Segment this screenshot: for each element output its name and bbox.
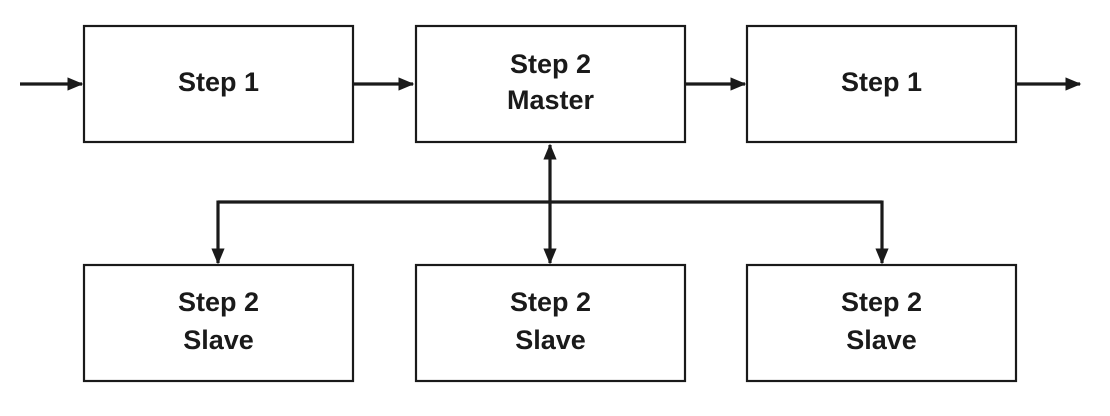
- node-step1-right: Step 1: [745, 24, 1018, 144]
- node-slave-middle: Step 2 Slave: [414, 263, 687, 383]
- node-step1-left: Step 1: [82, 24, 355, 144]
- node-step2-master-label-line2: Master: [507, 85, 595, 115]
- node-slave-left: Step 2 Slave: [82, 263, 355, 383]
- node-slave-right-label-line1: Step 2: [841, 287, 922, 317]
- node-slave-right: Step 2 Slave: [745, 263, 1018, 383]
- node-slave-left-label-line1: Step 2: [178, 287, 259, 317]
- node-step1-left-label: Step 1: [178, 67, 259, 97]
- node-slave-middle-label-line2: Slave: [515, 325, 586, 355]
- node-slave-middle-label-line1: Step 2: [510, 287, 591, 317]
- node-slave-right-label-line2: Slave: [846, 325, 917, 355]
- node-step1-right-label: Step 1: [841, 67, 922, 97]
- node-step2-master: Step 2 Master: [414, 24, 687, 144]
- node-slave-left-label-line2: Slave: [183, 325, 254, 355]
- node-step2-master-label-line1: Step 2: [510, 49, 591, 79]
